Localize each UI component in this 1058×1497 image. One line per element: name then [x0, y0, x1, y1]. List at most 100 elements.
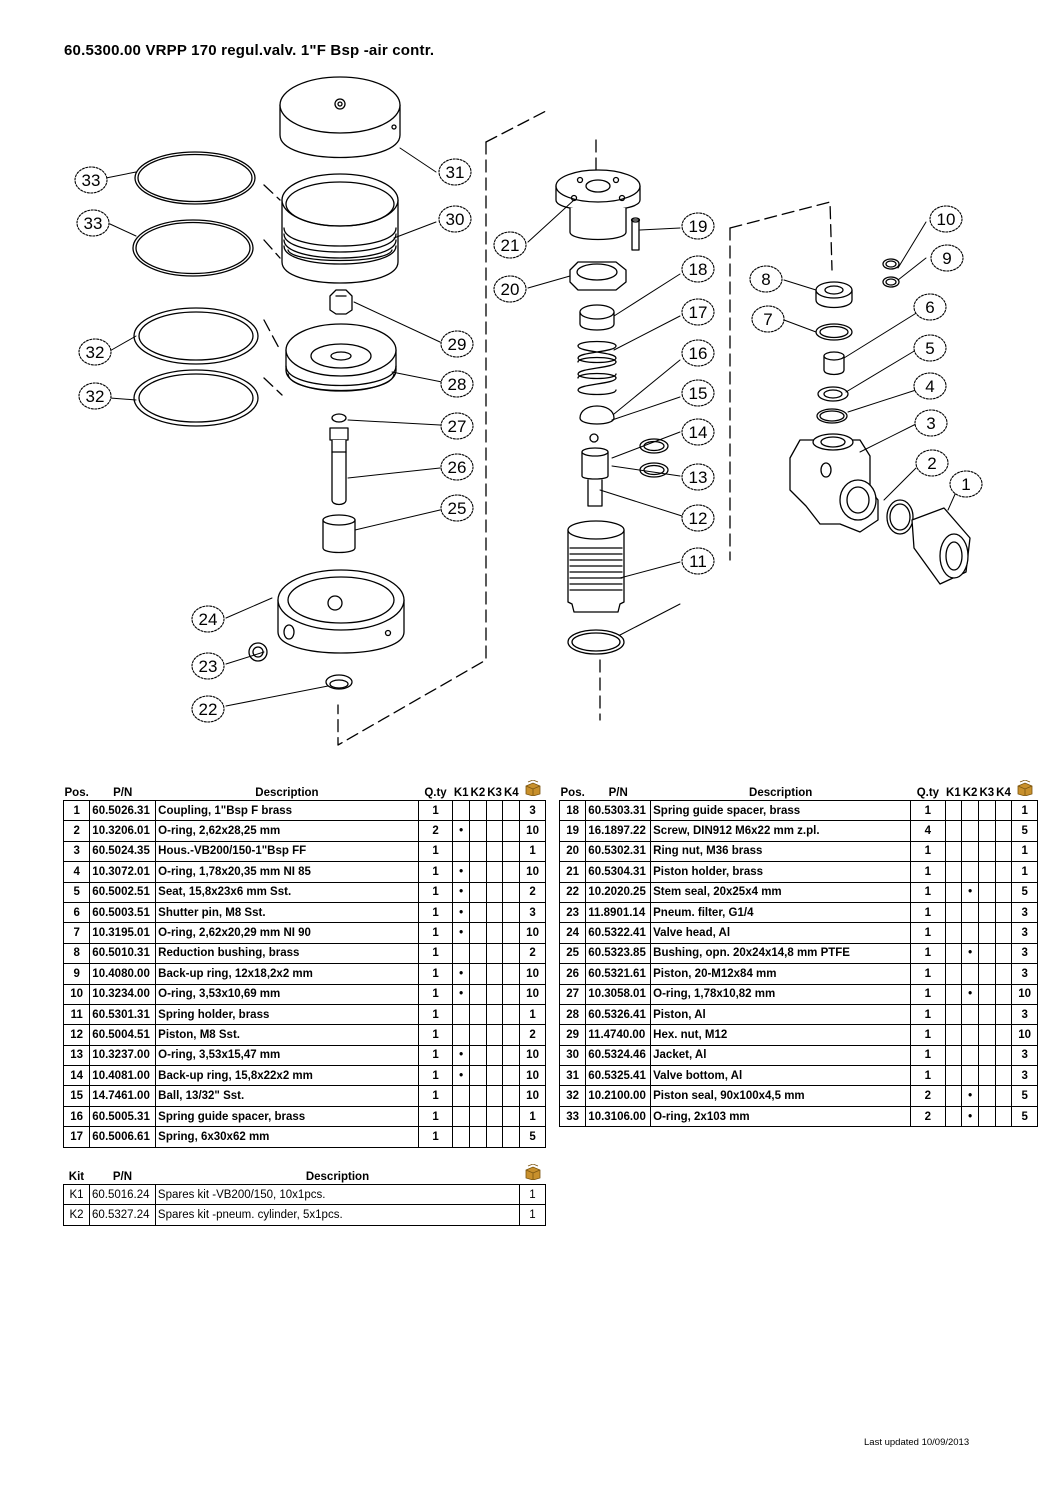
cell-pack: 5 [519, 1126, 546, 1148]
cell-k4 [502, 840, 521, 863]
cell-k1 [944, 1044, 963, 1067]
cell-k4 [502, 1024, 521, 1046]
cell-k4 [994, 922, 1013, 944]
callout-number: 20 [501, 280, 520, 299]
cell-pack: 5 [1011, 881, 1038, 903]
cell-k1 [452, 1126, 471, 1148]
cell-pos: 14 [62, 1065, 91, 1087]
valve-bottom-part [279, 76, 401, 159]
cell-k4 [994, 799, 1013, 822]
cell-k2 [469, 1003, 487, 1026]
cell-desc: Back-up ring, 15,8x22x2 mm [155, 1065, 419, 1087]
cell-pn: 60.5004.51 [89, 1024, 157, 1046]
cell-k4 [994, 1105, 1013, 1128]
cell-k1 [944, 799, 963, 822]
cell-desc: Ball, 13/32" Sst. [155, 1085, 419, 1107]
cell-k3 [485, 1003, 504, 1026]
cell-qty: 1 [910, 1003, 946, 1026]
cell-pos: 29 [558, 1024, 587, 1046]
cell-desc: Reduction bushing, brass [155, 942, 419, 965]
cell-k3 [485, 1024, 504, 1046]
cell-k3 [977, 799, 996, 822]
col-k2: K2 [962, 787, 978, 799]
cell-k2 [961, 799, 979, 822]
callout-circle [681, 504, 715, 532]
cell-pn: 60.5323.85 [585, 942, 652, 965]
cell-k2 [469, 1105, 487, 1128]
cell-k3 [485, 799, 504, 822]
callout-number: 17 [689, 303, 708, 322]
cell-qty: 1 [910, 942, 946, 965]
piston-rod-part [322, 413, 356, 554]
cell-qty: 1 [417, 901, 454, 924]
callout-circle [681, 463, 715, 491]
cell-k3 [977, 881, 996, 903]
cell-pn: 10.3234.00 [89, 983, 157, 1005]
col-pn: P/N [113, 787, 133, 799]
valve-head-part [248, 569, 405, 690]
cell-qty: 1 [417, 963, 454, 985]
cell-pos: 33 [558, 1105, 587, 1128]
cell-desc: Bushing, opn. 20x24x14,8 mm PTFE [650, 942, 912, 965]
cell-pos: 22 [558, 881, 587, 903]
callout-circle [913, 334, 947, 362]
cell-pos: 17 [62, 1126, 91, 1148]
spring-holder-piston-part [581, 438, 669, 507]
cell-k4 [994, 983, 1013, 1005]
callout-circle [438, 205, 472, 233]
cell-pn: 60.5302.31 [585, 840, 652, 863]
cell-qty: 1 [910, 1024, 946, 1046]
cell-qty: 1 [417, 1003, 454, 1026]
callout-number: 7 [763, 310, 772, 329]
cell-desc: O-ring, 1,78x20,35 mm NI 85 [155, 861, 419, 883]
cell-k4 [502, 1085, 521, 1107]
piston-part [285, 323, 397, 392]
cell-pack: 10 [519, 922, 546, 944]
callout-circle [681, 379, 715, 407]
cell-pack: 5 [1011, 820, 1038, 842]
col-pack [1012, 779, 1038, 801]
col-pn: P/N [112, 1171, 133, 1183]
cell-k1: • [452, 881, 471, 903]
callout-number: 33 [82, 171, 101, 190]
cell-desc: Spring guide spacer, brass [650, 799, 912, 822]
cell-k4 [502, 963, 521, 985]
cell-k4 [502, 983, 521, 1005]
cell-desc: O-ring, 2x103 mm [650, 1105, 912, 1128]
callout-circle [440, 370, 474, 398]
cell-k2 [469, 861, 487, 883]
box-icon [524, 1163, 542, 1183]
cell-k4 [994, 1044, 1013, 1067]
cell-pack: 2 [519, 1024, 546, 1046]
cell-pn: 60.5304.31 [585, 861, 652, 883]
cell-pos: 11 [62, 1003, 91, 1026]
cell-k4 [502, 1044, 521, 1067]
cell-pn: 60.5324.46 [585, 1044, 652, 1067]
cell-k2 [469, 922, 487, 944]
cell-qty: 1 [910, 840, 946, 863]
callout-circle [76, 209, 110, 237]
col-k4: K4 [503, 787, 519, 799]
parts-table-right: Pos. P/N Description Q.ty K1 K2 K3 K4 18… [558, 779, 1038, 1128]
callout-number: 15 [689, 384, 708, 403]
callout-number: 12 [689, 509, 708, 528]
cell-desc: Spring, 6x30x62 mm [155, 1126, 419, 1148]
callout-number: 14 [689, 423, 708, 442]
cell-pn: 16.1897.22 [585, 820, 652, 842]
box-icon [524, 779, 542, 799]
cell-pack: 10 [519, 820, 546, 842]
cell-pos: 3 [62, 840, 91, 863]
cell-k3 [977, 1105, 996, 1128]
callout-number: 4 [925, 377, 934, 396]
cell-k1 [944, 942, 963, 965]
col-pack [520, 1163, 546, 1185]
cell-k2 [469, 1126, 487, 1148]
coupling-part [886, 499, 971, 585]
cell-pos: 18 [558, 799, 587, 822]
cell-pn: 10.3106.00 [585, 1105, 652, 1128]
